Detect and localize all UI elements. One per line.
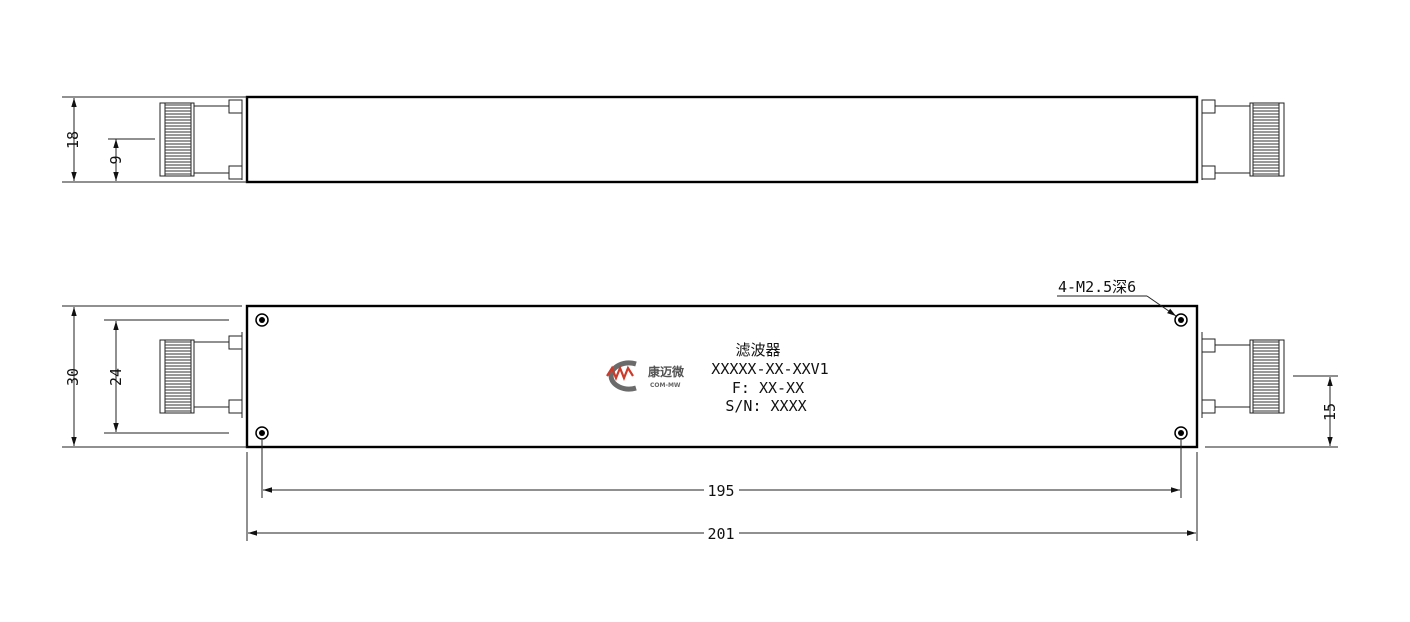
left-connector-front (159, 332, 243, 418)
dim-half-height-top: 9 (107, 138, 155, 181)
hole-callout-text: 4-M2.5深6 (1058, 278, 1136, 296)
left-connector-top-threads (165, 104, 191, 175)
mounting-hole (1174, 313, 1188, 327)
logo-en: COM-MW (650, 382, 681, 389)
mounting-hole (255, 313, 269, 327)
right-connector-top (1201, 99, 1285, 180)
product-name: 滤波器 (735, 341, 780, 359)
right-connector-front-threads (1253, 341, 1279, 412)
filter-body-top (245, 95, 1199, 184)
right-connector-front (1201, 332, 1285, 418)
dim-height-front: 30 (62, 305, 247, 448)
filter-body-front (245, 304, 1199, 449)
dim-connector-pitch-value: 24 (107, 368, 125, 386)
top-view: 18 9 (62, 95, 1285, 184)
dim-height-top-value: 18 (64, 131, 82, 149)
company-logo: 康迈微 COM-MW (606, 360, 685, 392)
model-number: XXXXX-XX-XXV1 (711, 360, 828, 378)
dim-hole-spacing: 195 (261, 440, 1182, 500)
frequency-range: F: XX-XX (732, 379, 804, 397)
right-connector-top-threads (1253, 104, 1279, 175)
dim-connector-pitch: 24 (104, 319, 229, 434)
dim-overall-length: 201 (246, 452, 1198, 543)
mounting-hole (1174, 426, 1188, 440)
left-connector-front-threads (165, 341, 191, 412)
dim-height-front-value: 30 (64, 368, 82, 386)
dim-connector-center-value: 15 (1321, 403, 1339, 421)
hole-callout: 4-M2.5深6 (1057, 278, 1177, 317)
dim-connector-center: 15 (1205, 375, 1339, 448)
left-connector-top (159, 99, 243, 180)
logo-cn: 康迈微 (648, 364, 685, 379)
mounting-hole (255, 426, 269, 440)
nameplate: 滤波器 XXXXX-XX-XXV1 F: XX-XX S/N: XXXX (711, 341, 828, 415)
serial-number: S/N: XXXX (725, 397, 806, 415)
mounting-holes (255, 313, 1188, 440)
dim-overall-length-value: 201 (707, 525, 734, 543)
dim-half-height-top-value: 9 (107, 155, 125, 164)
dim-height-top: 18 (62, 96, 247, 183)
dim-hole-spacing-value: 195 (707, 482, 734, 500)
front-view: 30 24 15 195 201 (62, 278, 1339, 543)
